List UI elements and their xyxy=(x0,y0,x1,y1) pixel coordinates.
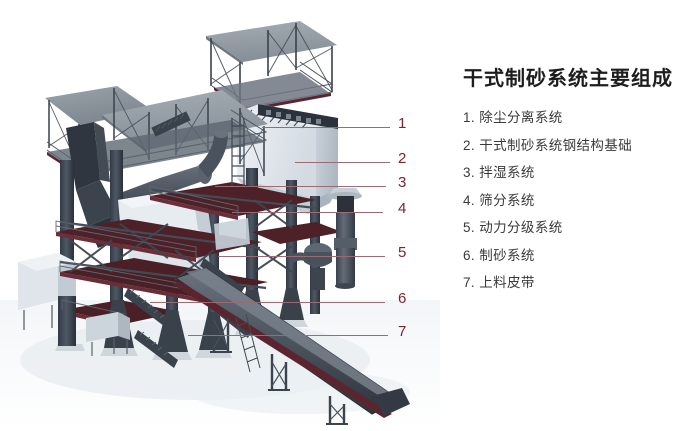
machine-render-svg xyxy=(0,21,440,431)
list-item-2-number: 2. xyxy=(463,137,476,153)
list-item-7-number: 7. xyxy=(463,275,476,290)
list-item-5-label: 动力分级系统 xyxy=(479,220,563,236)
callout-2-line xyxy=(295,162,390,163)
callout-3-line xyxy=(215,186,386,187)
callout-5-line xyxy=(218,256,385,257)
text-panel: 干式制砂系统主要组成 1. 除尘分离系统 2. 干式制砂系统钢结构基础 3. 拌… xyxy=(461,0,700,431)
list-item-2: 2. 干式制砂系统钢结构基础 xyxy=(463,137,698,154)
list-item-1-number: 1. xyxy=(463,110,476,125)
list-item-1-label: 除尘分离系统 xyxy=(479,110,563,126)
cyclone-unit xyxy=(290,243,332,290)
list-item-1: 1. 除尘分离系统 xyxy=(463,110,698,126)
panel-title: 干式制砂系统主要组成 xyxy=(463,68,673,90)
callout-7-line xyxy=(188,335,388,336)
callout-1[interactable]: 1 xyxy=(262,116,406,131)
upper-stairs xyxy=(151,111,191,137)
callout-4[interactable]: 4 xyxy=(232,201,406,216)
list-item-6: 6. 制砂系统 xyxy=(463,247,698,264)
callout-4-line xyxy=(232,212,383,213)
callout-4-number: 4 xyxy=(398,200,407,217)
list-item-7-label: 上料皮带 xyxy=(479,275,535,291)
callout-6-number: 6 xyxy=(398,290,407,307)
callout-6[interactable]: 6 xyxy=(150,291,406,306)
list-item-6-number: 6. xyxy=(463,247,476,263)
list-item-3-label: 拌湿系统 xyxy=(479,165,535,181)
callout-7-number: 7 xyxy=(398,323,407,340)
exhaust-stack xyxy=(328,188,362,289)
callout-3-number: 3 xyxy=(398,174,407,191)
callout-5-number: 5 xyxy=(398,244,407,261)
list-item-3: 3. 拌湿系统 xyxy=(463,165,698,181)
component-list: 1. 除尘分离系统 2. 干式制砂系统钢结构基础 3. 拌湿系统 4. 筛分系统… xyxy=(463,111,698,304)
list-item-4-label: 筛分系统 xyxy=(479,192,535,209)
callout-2-number: 2 xyxy=(398,150,407,167)
auxiliary-equipment xyxy=(86,218,250,356)
list-item-5: 5. 动力分级系统 xyxy=(463,220,698,236)
callout-3[interactable]: 3 xyxy=(215,175,406,190)
list-item-3-number: 3. xyxy=(463,165,476,180)
callout-5[interactable]: 5 xyxy=(218,245,406,260)
callout-2[interactable]: 2 xyxy=(295,151,406,166)
list-item-7: 7. 上料皮带 xyxy=(463,275,698,291)
callout-6-line xyxy=(150,302,385,303)
list-item-6-label: 制砂系统 xyxy=(479,247,535,264)
list-item-2-label: 干式制砂系统钢结构基础 xyxy=(479,137,633,154)
list-item-4-number: 4. xyxy=(463,192,476,208)
callout-layer: 1 2 3 4 5 6 7 xyxy=(150,116,406,339)
dry-sand-system-illustration xyxy=(0,21,440,431)
right-ladder xyxy=(231,118,245,186)
list-item-4: 4. 筛分系统 xyxy=(463,192,698,209)
callout-1-line xyxy=(262,127,390,128)
callout-7[interactable]: 7 xyxy=(188,324,406,339)
list-item-5-number: 5. xyxy=(463,220,476,235)
callout-1-number: 1 xyxy=(398,115,407,132)
